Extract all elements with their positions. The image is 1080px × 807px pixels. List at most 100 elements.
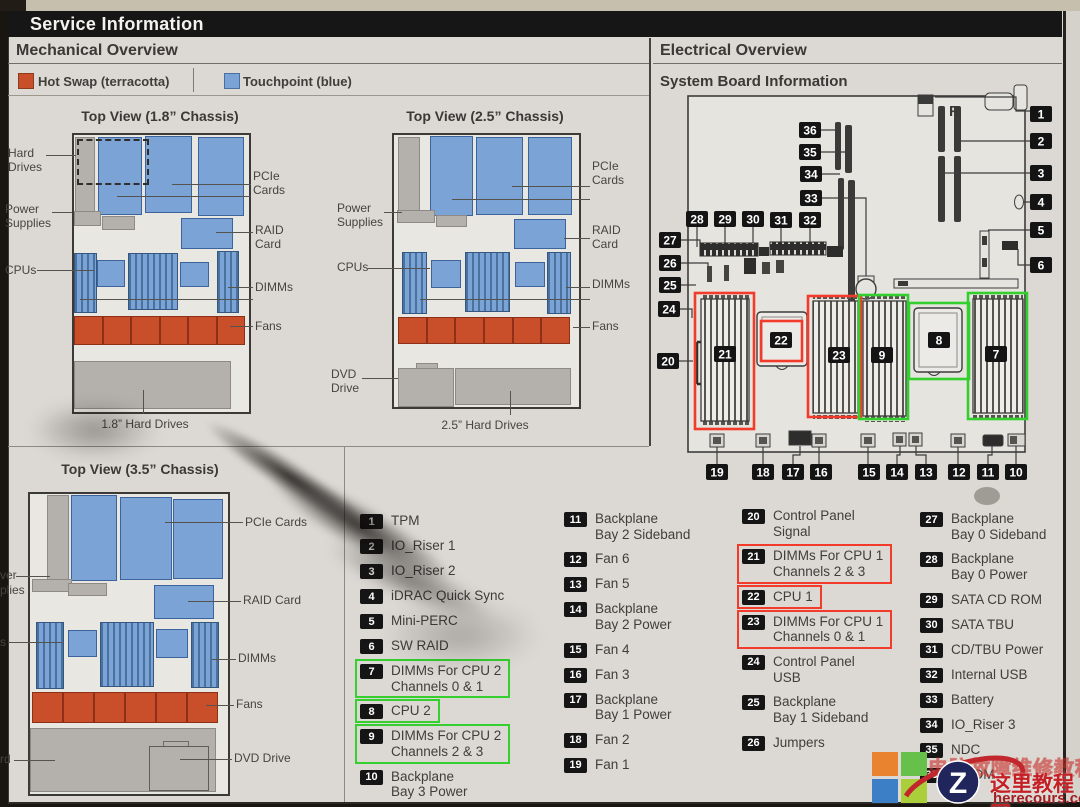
leader-line [188,601,241,602]
legend-item-number: 25 [742,695,765,711]
label-power-supplies-cut: plies [0,583,25,597]
legend-item-number: 27 [920,512,943,527]
cpu-block [180,262,209,287]
bottom-connectors [709,430,1026,448]
jumper-block [707,266,712,282]
cpu-block [68,630,97,657]
dimm-bank-block [74,253,97,313]
legend-item-label: iDRAC Quick Sync [391,588,505,603]
legend-item-label: SATA CD ROM [951,591,1043,607]
leader-line [80,299,253,300]
fan-row [32,692,218,723]
leader-line [212,659,236,660]
leader-line [52,212,72,213]
leader-line [564,238,590,239]
board-callout-30: 30 [742,211,764,227]
legend-item-number: 18 [564,732,587,748]
io-cluster: R [917,84,1028,210]
paper-edge-top [0,0,1080,11]
legend-item-label: IO_Riser 1 [391,538,456,553]
legend-item-label: DIMMs For CPU 2 Channels 2 & 3 [391,728,502,759]
hard-drive-dashed-outline [77,139,149,185]
svg-text:20: 20 [661,355,675,369]
pcie-card-block [71,495,117,581]
legend-item-number: 14 [564,602,587,618]
svg-text:8: 8 [936,334,943,348]
chassis-25-title: Top View (2.5” Chassis) [406,108,564,124]
board-callout-26: 26 [659,255,681,271]
board-callout-24: 24 [658,301,680,317]
board-callout-18: 18 [752,464,774,480]
svg-text:29: 29 [718,213,732,227]
idrac-quick-sync-button [1014,194,1024,210]
panel-divider [649,38,651,446]
label-pcie-cards: PCIe Cards [592,159,625,187]
dimm-bank-block [100,622,154,687]
chassis-25-diagram [392,133,581,409]
legend-item-number: 19 [564,757,587,773]
raid-card-block [181,218,233,249]
psu-block [74,211,101,226]
label-cpus: CPUs [337,260,369,274]
label-cpus: CPUs [5,263,37,277]
board-callout-19: 19 [706,464,728,480]
svg-text:5: 5 [1038,224,1045,238]
label-dimms: DIMMs [238,651,276,665]
label-raid-card: RAID Card [255,223,284,251]
board-callout-23: 23 [828,347,850,363]
label-power-supplies: Power Supplies [337,201,384,229]
board-callout-3: 3 [1030,165,1052,181]
svg-text:22: 22 [774,334,788,348]
legend-item-number: 33 [920,692,943,708]
label-hard-drives-cut: rd [0,752,11,766]
svg-text:24: 24 [662,303,676,317]
cpu-block [431,260,461,288]
legend-item-number: 29 [920,592,943,608]
psu-block [102,216,135,230]
svg-text:25: 25 [663,279,677,293]
legend-item-number: 23 [742,614,765,630]
label-dimms: DIMMs [592,277,630,291]
cpu-block [515,262,545,287]
board-callout-33: 33 [800,190,822,206]
legend-item-number: 6 [360,639,383,654]
leader-line [180,759,232,760]
label-pcie-cards: PCIe Cards [253,169,286,197]
legend-item-number: 17 [564,692,587,708]
dimm-bank-block [547,252,571,314]
svg-text:14: 14 [890,466,904,480]
legend-item-number: 28 [920,552,943,568]
legend-item-number: 15 [564,642,587,658]
system-board-heading: System Board Information [660,73,848,90]
board-callout-16: 16 [810,464,832,480]
hot-swap-label: Hot Swap (terracotta) [38,74,170,89]
legend-item-number: 21 [742,549,765,565]
legend-item-label: SATA TBU [951,616,1015,632]
leader-line [172,184,251,185]
legend-item-label: Control Panel USB [773,653,855,685]
leader-line [420,299,590,300]
jumper-block [724,265,729,281]
legend-item-label: CD/TBU Power [951,641,1044,657]
board-callout-14: 14 [886,464,908,480]
leader-line [14,760,55,761]
herecours-logo-icon: Z [903,755,1026,804]
leader-line [512,186,590,187]
legend-item-number: 32 [920,667,943,683]
leader-line [573,327,590,328]
